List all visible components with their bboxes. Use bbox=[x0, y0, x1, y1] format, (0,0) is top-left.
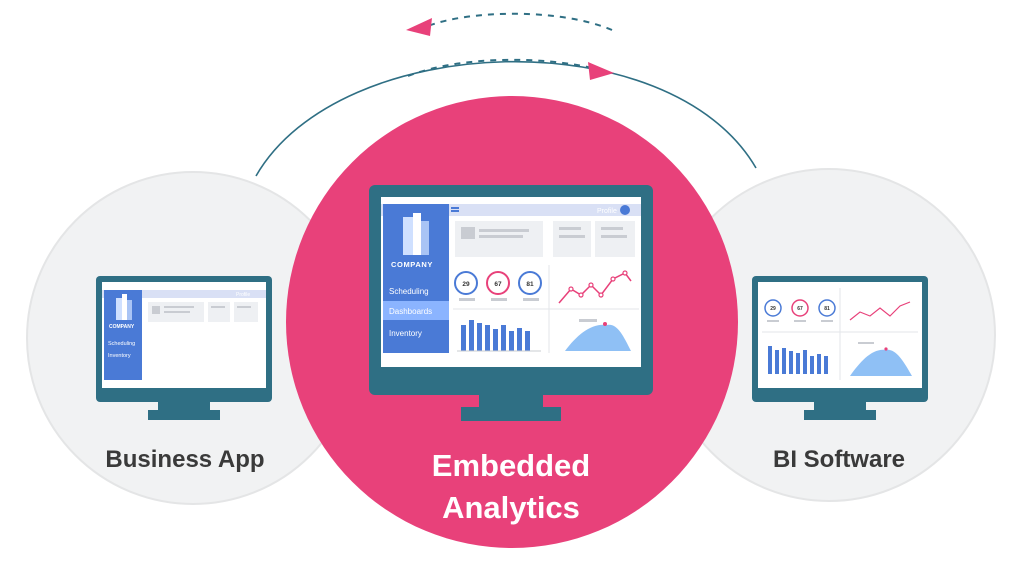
arrowhead-left-icon bbox=[406, 18, 432, 36]
company-label: COMPANY bbox=[391, 260, 433, 269]
gauge-value-1: 29 bbox=[462, 281, 470, 288]
embedded-label-line2: Analytics bbox=[442, 490, 580, 525]
connection-arc bbox=[255, 60, 757, 177]
mini-line-chart bbox=[849, 301, 911, 321]
center-monitor: Profile COMPANY Scheduling Dashboards In… bbox=[369, 185, 653, 421]
business-app-monitor: Profile COMPANY Scheduling Inventory bbox=[96, 276, 272, 420]
widgets bbox=[453, 221, 639, 353]
mini-area-chart bbox=[850, 349, 912, 376]
area-chart bbox=[565, 324, 631, 351]
gauge-1 bbox=[454, 271, 478, 295]
business-app-label: Business App bbox=[105, 446, 265, 473]
mini-profile-label: Profile bbox=[236, 292, 250, 298]
mini-nav-inventory: Inventory bbox=[108, 353, 131, 359]
mini-gauge-value-3: 81 bbox=[824, 306, 830, 312]
gauge-value-2: 67 bbox=[494, 281, 502, 288]
mini-gauge-value-1: 29 bbox=[770, 306, 776, 312]
gauge-value-3: 81 bbox=[526, 281, 534, 288]
mini-bar-chart bbox=[768, 346, 828, 374]
mini-company-label: COMPANY bbox=[109, 324, 135, 330]
bi-software-label: BI Software bbox=[772, 446, 906, 473]
building-logo-icon bbox=[403, 213, 429, 255]
arrowhead-right-icon bbox=[588, 62, 614, 80]
gauge-2 bbox=[486, 271, 510, 295]
mini-building-icon bbox=[116, 294, 132, 320]
nav-item-dashboards: Dashboards bbox=[389, 307, 432, 316]
mini-nav-scheduling: Scheduling bbox=[108, 341, 135, 347]
profile-icon bbox=[620, 205, 630, 215]
bi-software-monitor: 29 67 81 bbox=[752, 276, 928, 420]
mini-gauge-3 bbox=[818, 299, 836, 317]
bar-chart bbox=[461, 320, 530, 351]
embedded-label-line1: Embedded bbox=[431, 448, 591, 483]
dashed-arrow-top bbox=[427, 12, 613, 31]
mini-gauge-1 bbox=[764, 299, 782, 317]
mini-gauge-2 bbox=[791, 299, 809, 317]
profile-label: Profile bbox=[597, 208, 617, 215]
nav-item-inventory: Inventory bbox=[389, 329, 422, 338]
nav-item-scheduling: Scheduling bbox=[389, 287, 429, 296]
mini-gauge-value-2: 67 bbox=[797, 306, 803, 312]
gauge-3 bbox=[518, 271, 542, 295]
